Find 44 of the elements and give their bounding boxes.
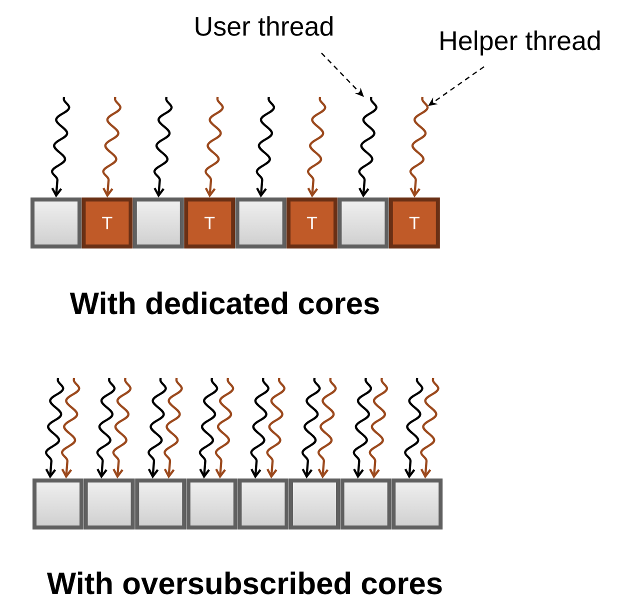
core-box <box>392 478 443 530</box>
thread-arrow <box>317 378 337 478</box>
thread-arrow <box>306 96 326 198</box>
thread-arrow <box>301 378 321 478</box>
thread-arrow <box>60 378 80 478</box>
thread-label: Helper thread <box>440 30 600 56</box>
thread-arrow <box>164 378 183 478</box>
thread-arrow <box>102 96 122 198</box>
thread-arrow <box>214 378 234 478</box>
thread-arrow <box>352 378 372 478</box>
thread-arrow <box>50 96 70 198</box>
thread-arrow <box>266 378 286 478</box>
core-box <box>238 478 289 530</box>
core-box <box>235 198 286 248</box>
thread-arrow <box>368 378 388 478</box>
thread-arrow <box>409 96 429 198</box>
thread-arrow <box>148 378 167 478</box>
row-caption: With oversubscribed cores <box>46 572 442 594</box>
thread-arrow <box>358 96 378 198</box>
thread-arrow <box>256 96 276 198</box>
core-box: T <box>82 198 133 248</box>
thread-arrow <box>204 96 224 198</box>
core-box: T <box>286 198 338 248</box>
core-box <box>30 198 82 248</box>
thread-arrow <box>198 378 218 478</box>
core-box <box>289 478 340 530</box>
thread-arrow <box>153 96 173 198</box>
core-box <box>338 198 389 248</box>
core-box: T <box>388 198 440 248</box>
core-box <box>132 198 184 248</box>
thread-arrow <box>112 378 132 478</box>
core-box <box>135 478 186 530</box>
core-box <box>340 478 392 530</box>
thread-arrow <box>404 378 424 478</box>
thread-arrow <box>250 378 270 478</box>
core-box <box>32 478 84 530</box>
thread-arrow <box>96 378 116 478</box>
thread-arrow <box>44 378 64 478</box>
thread-label: User thread <box>196 16 332 36</box>
thread-arrow <box>420 378 440 478</box>
core-box <box>186 478 238 530</box>
core-box: T <box>184 198 236 248</box>
row-caption: With dedicated cores <box>70 292 379 314</box>
core-box <box>84 478 135 530</box>
